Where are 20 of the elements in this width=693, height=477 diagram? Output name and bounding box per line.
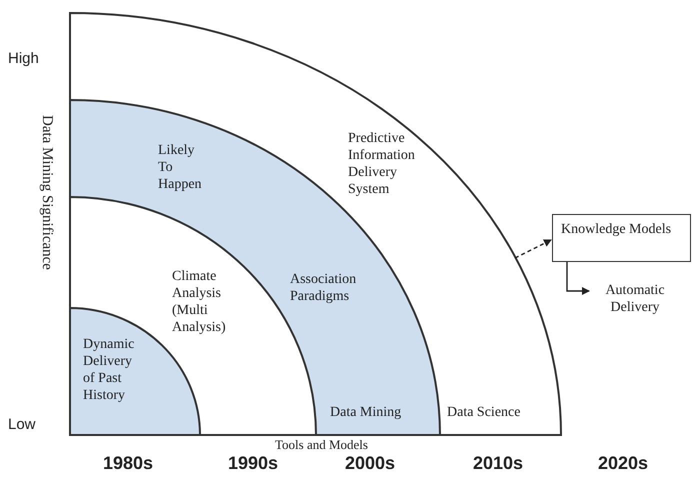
- arrow: [566, 262, 590, 295]
- arrow: [514, 239, 552, 259]
- decade-label: 1980s: [103, 453, 154, 474]
- band-label: Data Mining: [330, 404, 402, 421]
- axis-label: High: [8, 50, 39, 67]
- band-label: Dynamic Delivery of Past History: [83, 336, 136, 404]
- decade-label: 2000s: [345, 453, 396, 474]
- band-label: Likely To Happen: [158, 142, 202, 193]
- text-label: Automatic Delivery: [590, 278, 680, 320]
- axis-label: Low: [8, 416, 36, 433]
- band-label: Predictive Information Delivery System: [348, 130, 416, 198]
- decade-label: 2020s: [598, 453, 648, 474]
- axis-title: Data Mining Significance: [38, 115, 55, 270]
- band-label: Association Paradigms: [290, 271, 358, 305]
- axis-title: Tools and Models: [275, 437, 368, 453]
- band-label: Data Science: [447, 404, 522, 421]
- band-label: Climate Analysis (Multi Analysis): [172, 268, 227, 336]
- process-box: Knowledge Models: [552, 214, 691, 262]
- decade-label: 1990s: [228, 453, 278, 474]
- decade-label: 2010s: [473, 453, 524, 474]
